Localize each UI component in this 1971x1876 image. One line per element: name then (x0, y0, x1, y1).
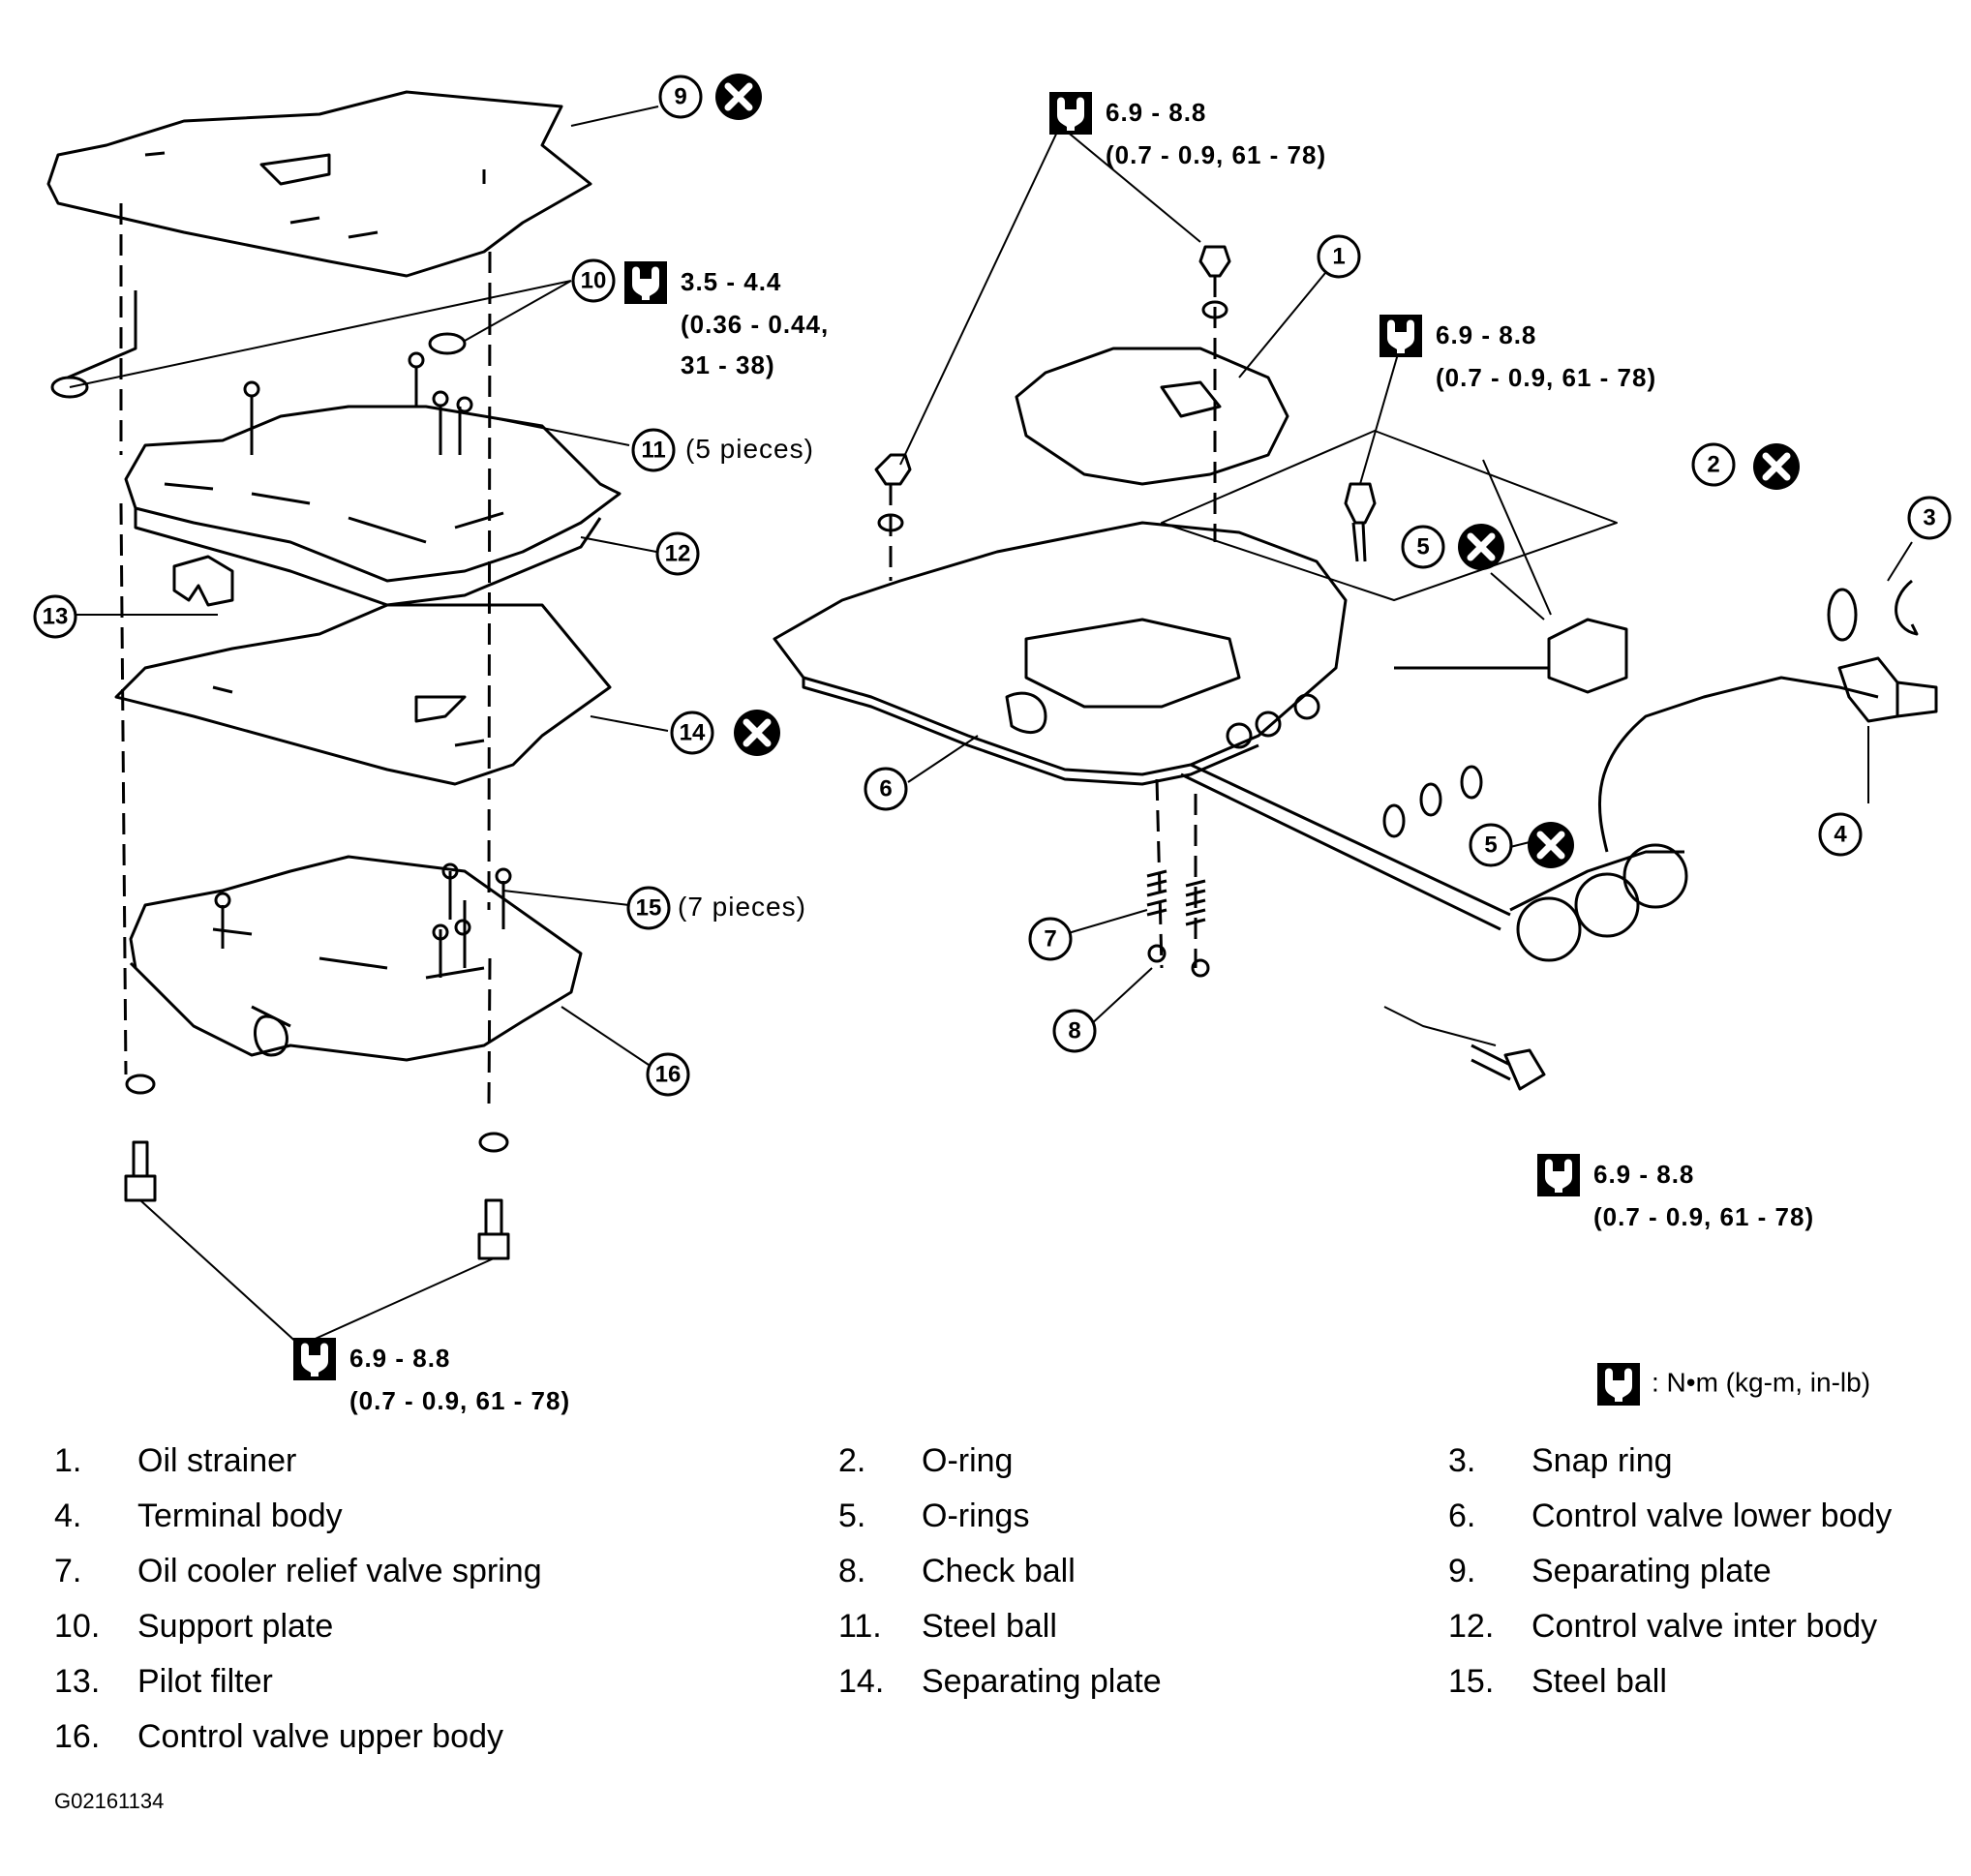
callout-4: 4 (1834, 822, 1847, 848)
exploded-view-diagram: 1 2 3 4 5 5 6 7 8 9 10 11 12 13 14 15 16 (33, 0, 1952, 1346)
terminal-body-4 (1837, 656, 1899, 723)
callout-16: 16 (655, 1062, 682, 1088)
torque-value: 3.5 - 4.4 (681, 267, 782, 296)
callout-7-marker (1028, 917, 1073, 961)
units-note-text: : N•m (kg-m, in-lb) (1652, 1367, 1871, 1398)
replace-mark-icon (715, 74, 762, 120)
torque-wrench-icon (624, 261, 667, 304)
replace-mark-icon (1528, 822, 1574, 868)
torque-spec-right: 6.9 - 8.8 (0.7 - 0.9, 61 - 78) (1380, 315, 1656, 398)
callout-11: 11 (641, 438, 665, 464)
callout-6-marker (864, 767, 908, 811)
snap-ring-3 (1895, 579, 1919, 636)
torque-spec-top: 6.9 - 8.8 (0.7 - 0.9, 61 - 78) (1049, 92, 1326, 175)
callout-15: 15 (636, 895, 662, 922)
torque-wrench-icon (1380, 315, 1422, 357)
torque-wrench-icon (1597, 1363, 1640, 1406)
callout-13: 13 (43, 604, 69, 630)
replace-mark-icon (1753, 443, 1800, 490)
torque-wrench-icon (1537, 1154, 1580, 1196)
torque-value: 6.9 - 8.8 (1436, 320, 1537, 349)
torque-units-line2: 31 - 38) (681, 350, 775, 379)
torque-units-line1: (0.36 - 0.44, (681, 310, 830, 339)
torque-units: (0.7 - 0.9, 61 - 78) (1106, 140, 1327, 169)
callout-2: 2 (1707, 452, 1719, 478)
figure-code: G02161134 (54, 1789, 165, 1813)
upper-body-16 (129, 855, 583, 1062)
callout-5a-marker (1401, 525, 1445, 569)
callout-12: 12 (665, 541, 691, 567)
parts-legend: 1.Oil strainer 2.O-ring 3.Snap ring 4.Te… (54, 1442, 1893, 1755)
callout-8-marker (1052, 1009, 1097, 1053)
pilot-filter-13 (172, 555, 234, 607)
callout-5b: 5 (1484, 832, 1497, 859)
callout-13-marker (33, 594, 77, 639)
oil-strainer-1 (1015, 347, 1289, 486)
callout-6: 6 (879, 776, 892, 802)
callout-3-marker (1907, 496, 1952, 540)
callout-10-marker (571, 258, 616, 303)
replace-mark-icon (734, 710, 780, 756)
callout-8: 8 (1068, 1018, 1080, 1044)
callout-1: 1 (1332, 244, 1345, 270)
callout-9-marker (658, 75, 703, 119)
callout-9: 9 (674, 84, 686, 110)
torque-value: 6.9 - 8.8 (1106, 98, 1207, 127)
torque-spec-bottom-right: 6.9 - 8.8 (0.7 - 0.9, 61 - 78) (1537, 1154, 1814, 1237)
callout-12-marker (655, 531, 700, 576)
callout-7: 7 (1044, 926, 1056, 953)
lower-body-6 (773, 521, 1348, 776)
callout-5b-marker (1469, 823, 1513, 867)
torque-value: 6.9 - 8.8 (349, 1344, 451, 1373)
torque-spec-bottom-left: 6.9 - 8.8 (0.7 - 0.9, 61 - 78) (293, 1338, 570, 1421)
separating-plate-14 (114, 603, 612, 786)
torque-units: (0.7 - 0.9, 61 - 78) (1593, 1202, 1815, 1231)
torque-wrench-icon (293, 1338, 336, 1380)
support-plate-10 (67, 290, 137, 379)
torque-spec-support-plate: 3.5 - 4.4 (0.36 - 0.44, 31 - 38) (624, 261, 829, 385)
separating-plate-9 (46, 90, 592, 278)
callout-11-marker (631, 428, 676, 472)
callout-1-marker (1317, 234, 1361, 279)
torque-value: 6.9 - 8.8 (1593, 1160, 1695, 1189)
replace-mark-icon (1458, 524, 1504, 570)
callout-10: 10 (581, 268, 607, 294)
inter-body-12 (124, 405, 622, 583)
pieces-note-15: (7 pieces) (678, 892, 806, 922)
torque-wrench-icon (1049, 92, 1092, 135)
callout-2-marker (1691, 442, 1736, 487)
pieces-note-11: (5 pieces) (685, 434, 814, 464)
torque-units: (0.7 - 0.9, 61 - 78) (349, 1386, 571, 1415)
torque-units: (0.7 - 0.9, 61 - 78) (1436, 363, 1657, 392)
callout-14-marker (670, 711, 714, 755)
callout-5a: 5 (1416, 534, 1429, 560)
callout-15-marker (626, 886, 671, 930)
callout-4-marker (1818, 812, 1863, 857)
o-ring-2 (1827, 588, 1858, 642)
callout-14: 14 (680, 720, 706, 746)
callout-3: 3 (1923, 505, 1935, 531)
callout-16-marker (646, 1052, 690, 1097)
units-note: : N•m (kg-m, in-lb) (1597, 1363, 1870, 1406)
